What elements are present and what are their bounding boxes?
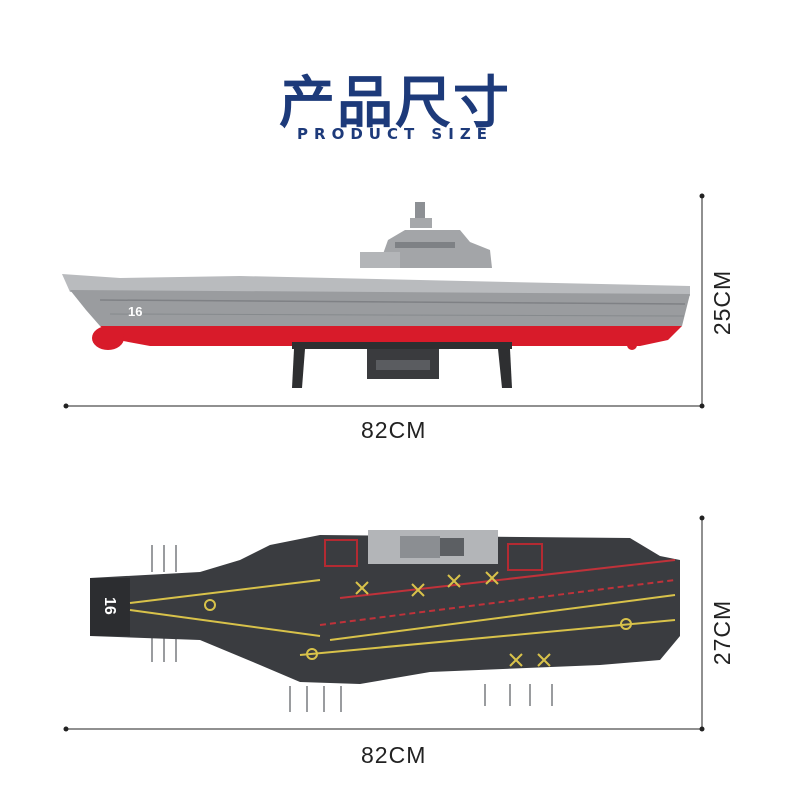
hull-upper xyxy=(70,290,690,326)
mast xyxy=(415,202,425,220)
flight-deck-edge xyxy=(62,274,690,296)
hull-number: 16 xyxy=(128,304,142,319)
hull-lower xyxy=(100,326,682,346)
page-title: 产品尺寸 xyxy=(279,71,511,136)
page-subtitle: PRODUCT SIZE xyxy=(297,125,493,143)
display-stand xyxy=(292,342,512,349)
side-length-label: 82CM xyxy=(361,417,427,443)
side-height-dimension xyxy=(699,193,705,406)
ship-island xyxy=(378,230,492,268)
top-length-label: 82CM xyxy=(361,742,427,768)
deck-number: 16 xyxy=(101,597,118,615)
top-width-label: 27CM xyxy=(709,599,736,666)
top-view-ship: 16 xyxy=(90,530,680,712)
flight-deck xyxy=(90,535,680,684)
top-width-dimension xyxy=(699,515,705,729)
top-length-dimension xyxy=(63,726,705,732)
side-height-label: 25CM xyxy=(709,269,736,336)
bulbous-bow xyxy=(92,326,124,350)
side-length-dimension xyxy=(63,403,705,409)
side-view-ship: 16 xyxy=(62,202,690,388)
